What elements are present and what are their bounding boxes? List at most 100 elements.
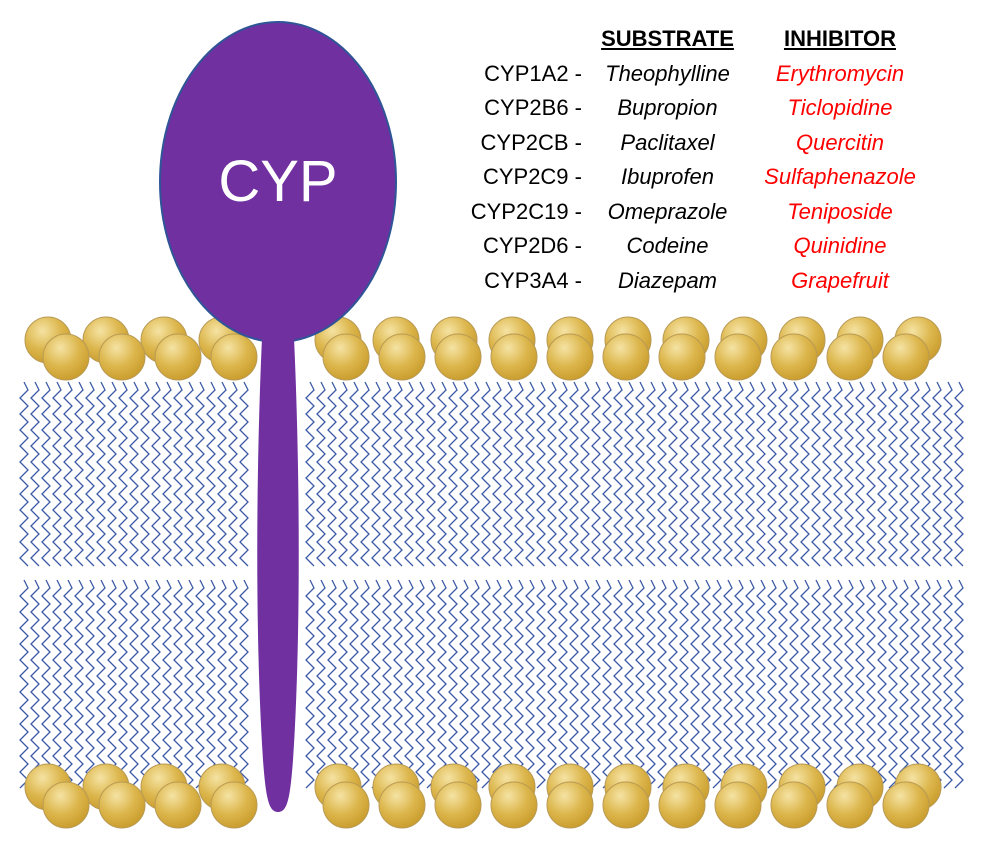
lipid-tail — [679, 381, 689, 567]
cyp-protein — [159, 21, 397, 812]
lipid-tail — [382, 579, 392, 789]
enzyme-name: CYP2D6 - — [482, 233, 582, 258]
lipid-tail — [767, 579, 777, 789]
lipid-tail — [382, 381, 392, 567]
lipid-tail — [778, 381, 788, 567]
lipid-tail — [470, 579, 480, 789]
lipid-tail — [624, 381, 634, 567]
lipid-tail — [96, 381, 106, 567]
lipid-tail — [503, 579, 513, 789]
lipid-tail — [228, 381, 238, 567]
lipid-tail — [888, 381, 898, 567]
lipid-tail — [41, 381, 51, 567]
lipid-tail — [360, 579, 370, 789]
lipid-tail — [118, 381, 128, 567]
lipid-tail — [899, 579, 909, 789]
lipid-tail — [503, 381, 513, 567]
lipid-tail — [206, 381, 216, 567]
lipid-tail — [96, 579, 106, 789]
lipid-tail — [921, 579, 931, 789]
lipid-tail — [195, 579, 205, 789]
lipid-tail — [844, 579, 854, 789]
lipid-tail — [657, 579, 667, 789]
inhibitor-name: Ticlopidine — [787, 95, 893, 120]
substrate-name: Diazepam — [617, 267, 718, 293]
lipid-tail — [415, 579, 425, 789]
lipid-head — [826, 333, 874, 381]
lipid-tail — [800, 579, 810, 789]
lipid-tail — [668, 381, 678, 567]
lipid-tail — [206, 579, 216, 789]
lipid-tail — [184, 381, 194, 567]
inhibitor-name: Teniposide — [787, 198, 893, 224]
lipid-tail — [591, 579, 601, 789]
substrate-header: SUBSTRATE — [601, 26, 734, 51]
lipid-tail — [118, 579, 128, 789]
lipid-tail — [602, 579, 612, 789]
lipid-tail — [448, 381, 458, 567]
lipid-tail — [811, 579, 821, 789]
table-row: CYP2CB - Paclitaxel Quercitin — [455, 126, 935, 161]
lipid-tail — [734, 381, 744, 567]
lipid-tail — [723, 381, 733, 567]
table-row: CYP1A2 - Theophylline Erythromycin — [455, 57, 935, 92]
lipid-tail — [932, 381, 942, 567]
lipid-tail — [437, 381, 447, 567]
lipid-tail — [954, 579, 964, 789]
lipid-tail — [547, 579, 557, 789]
enzyme-name: CYP2CB - — [480, 129, 582, 155]
enzyme-name: CYP3A4 - — [484, 267, 582, 293]
lipid-tail — [195, 381, 205, 567]
lipid-tail — [74, 381, 84, 567]
lipid-tail — [569, 381, 579, 567]
lipid-tail — [921, 381, 931, 567]
lipid-tail — [129, 381, 139, 567]
lipid-head — [714, 781, 762, 829]
lipid-tail — [305, 381, 315, 567]
substrate-name: Omeprazole — [607, 198, 728, 224]
lipid-tail — [19, 381, 29, 567]
lipid-tail — [910, 381, 920, 567]
lipid-head — [546, 781, 594, 829]
lipid-tail — [173, 579, 183, 789]
lipid-tail — [349, 579, 359, 789]
lipid-tail — [140, 381, 150, 567]
lipid-tail — [602, 381, 612, 567]
lipid-head — [98, 781, 146, 829]
lipid-tail — [492, 381, 502, 567]
lipid-tail — [613, 381, 623, 567]
lipid-head — [490, 333, 538, 381]
lipid-tail — [338, 381, 348, 567]
table-header-row: SUBSTRATE INHIBITOR — [455, 22, 935, 57]
enzyme-name: CYP1A2 - — [484, 60, 582, 86]
substrate-inhibitor-table: SUBSTRATE INHIBITOR CYP1A2 - Theophyllin… — [455, 22, 935, 298]
lipid-tail — [129, 579, 139, 789]
substrate-name: Bupropion — [617, 95, 718, 120]
lipid-head — [770, 333, 818, 381]
lipid-tail — [690, 579, 700, 789]
lipid-tail — [448, 579, 458, 789]
lipid-tail — [41, 579, 51, 789]
lipid-tail — [756, 579, 766, 789]
lipid-tail — [327, 381, 337, 567]
lipid-head — [434, 333, 482, 381]
lipid-tail — [657, 381, 667, 567]
lipid-tail — [580, 381, 590, 567]
lipid-tail — [415, 381, 425, 567]
lipid-tail — [866, 381, 876, 567]
lipid-tail — [393, 381, 403, 567]
lipid-head — [322, 333, 370, 381]
lipid-tail — [789, 381, 799, 567]
lipid-tail — [316, 381, 326, 567]
lipid-tail — [635, 579, 645, 789]
lipid-tail — [393, 579, 403, 789]
lipid-tail — [481, 381, 491, 567]
lipid-tail — [525, 381, 535, 567]
lipid-tail — [52, 381, 62, 567]
lipid-tail — [745, 579, 755, 789]
lipid-tail — [74, 579, 84, 789]
lipid-tail — [833, 579, 843, 789]
lipid-tail — [360, 381, 370, 567]
lipid-tail — [646, 381, 656, 567]
